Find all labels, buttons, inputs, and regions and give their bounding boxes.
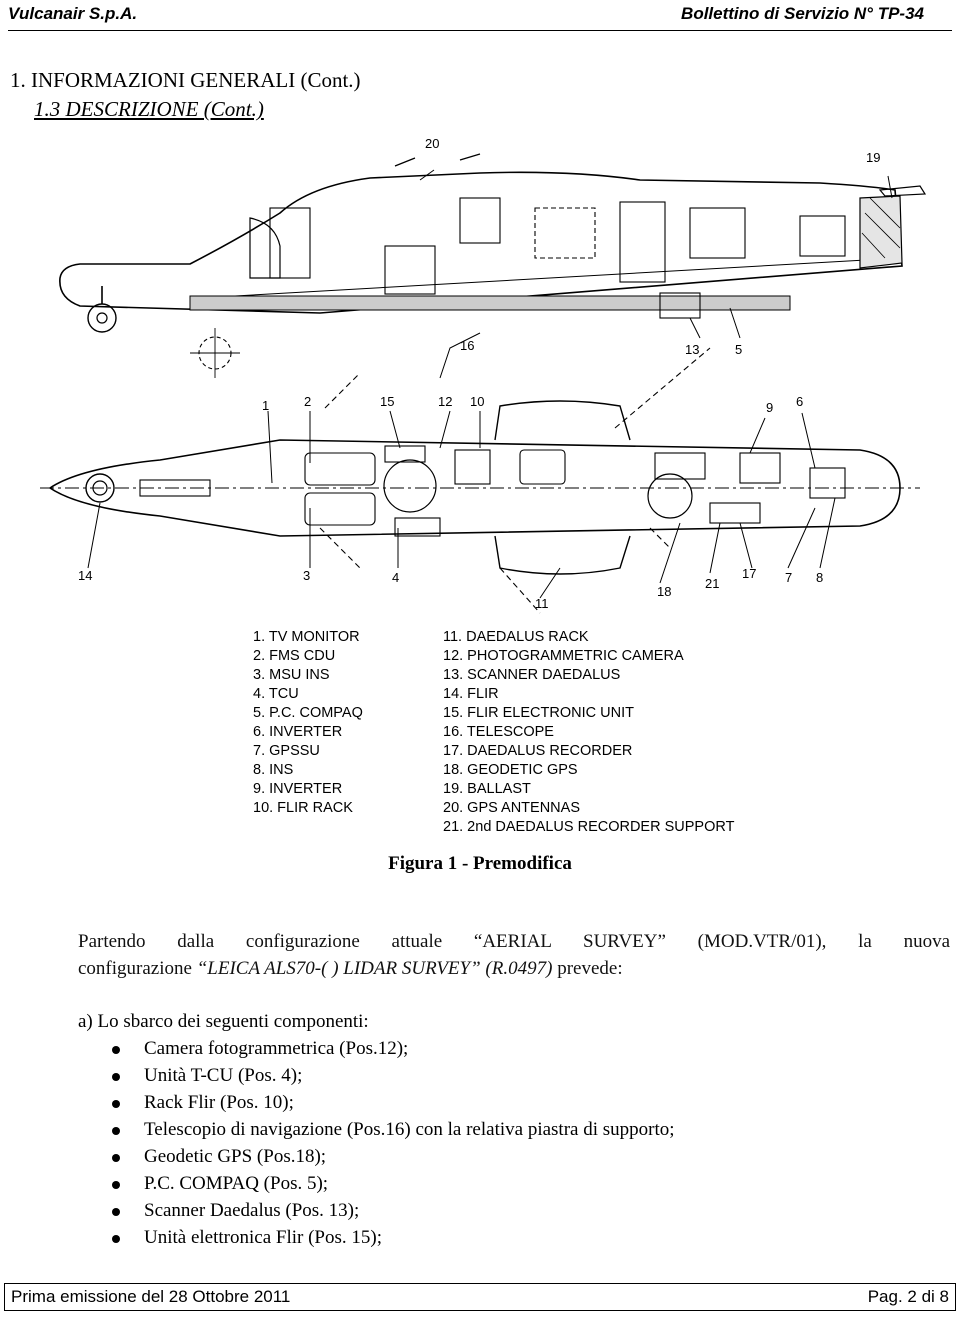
list-item: Rack Flir (Pos. 10); xyxy=(112,1092,675,1119)
legend-item: 11. DAEDALUS RACK xyxy=(443,629,589,645)
list-item: Camera fotogrammetrica (Pos.12); xyxy=(112,1038,675,1065)
callout-3: 3 xyxy=(303,568,310,583)
legend-right: 11. DAEDALUS RACK 12. PHOTOGRAMMETRIC CA… xyxy=(443,628,734,837)
legend-item: 3. MSU INS xyxy=(253,667,330,683)
section-title: 1. INFORMAZIONI GENERALI (Cont.) xyxy=(10,68,361,92)
legend-item: 14. FLIR xyxy=(443,686,499,702)
callout-5: 5 xyxy=(735,342,742,357)
callout-8: 8 xyxy=(816,570,823,585)
callout-2: 2 xyxy=(304,394,311,409)
legend-item: 21. 2nd DAEDALUS RECORDER SUPPORT xyxy=(443,819,735,835)
callout-6: 6 xyxy=(796,394,803,409)
list-item: Unità elettronica Flir (Pos. 15); xyxy=(112,1227,675,1254)
legend-item: 19. BALLAST xyxy=(443,781,531,797)
aircraft-layout-drawing: 20 19 16 13 5 1 2 15 12 10 9 6 14 3 4 11… xyxy=(40,136,927,614)
paragraph-line-1: Partendo dalla configurazione attuale “A… xyxy=(78,931,950,953)
issue-date: Prima emissione del 28 Ottobre 2011 xyxy=(11,1287,291,1306)
page-number: Pag. 2 di 8 xyxy=(867,1287,949,1306)
callout-1: 1 xyxy=(262,398,269,413)
callout-18: 18 xyxy=(657,584,671,599)
list-item: Unità T-CU (Pos. 4); xyxy=(112,1065,675,1092)
callout-10: 10 xyxy=(470,394,484,409)
text-span: “AERIAL SURVEY” xyxy=(473,931,666,952)
legend-left: 1. TV MONITOR 2. FMS CDU 3. MSU INS 4. T… xyxy=(253,628,363,818)
list-item: Geodetic GPS (Pos.18); xyxy=(112,1146,675,1173)
callout-17: 17 xyxy=(742,566,756,581)
list-item: Scanner Daedalus (Pos. 13); xyxy=(112,1200,675,1227)
legend-item: 16. TELESCOPE xyxy=(443,724,554,740)
legend-item: 2. FMS CDU xyxy=(253,648,336,664)
section-subtitle: 1.3 DESCRIZIONE (Cont.) xyxy=(34,97,264,121)
legend-item: 6. INVERTER xyxy=(253,724,343,740)
legend-item: 8. INS xyxy=(253,762,294,778)
legend-item: 7. GPSSU xyxy=(253,743,320,759)
page-header: Vulcanair S.p.A. Bollettino di Servizio … xyxy=(0,0,960,44)
legend-item: 20. GPS ANTENNAS xyxy=(443,800,580,816)
legend-item: 1. TV MONITOR xyxy=(253,629,360,645)
legend-item: 13. SCANNER DAEDALUS xyxy=(443,667,621,683)
bulletin-number: Bollettino di Servizio N° TP-34 xyxy=(681,4,924,23)
text-span: Partendo dalla configurazione attuale xyxy=(78,931,443,952)
text-span: prevede: xyxy=(557,958,623,979)
callout-16: 16 xyxy=(460,338,474,353)
page-footer: Prima emissione del 28 Ottobre 2011 Pag.… xyxy=(4,1283,956,1311)
header-rule xyxy=(8,30,952,31)
callout-20: 20 xyxy=(425,136,439,151)
text-span: (MOD.VTR/01), la nuova xyxy=(697,931,951,952)
callout-15: 15 xyxy=(380,394,394,409)
legend-item: 5. P.C. COMPAQ xyxy=(253,705,363,721)
list-item: P.C. COMPAQ (Pos. 5); xyxy=(112,1173,675,1200)
callout-11: 11 xyxy=(535,596,549,611)
callout-21: 21 xyxy=(705,576,719,591)
callout-9: 9 xyxy=(766,400,773,415)
callout-14: 14 xyxy=(78,568,92,583)
legend-item: 12. PHOTOGRAMMETRIC CAMERA xyxy=(443,648,684,664)
legend-item: 4. TCU xyxy=(253,686,299,702)
legend-item: 10. FLIR RACK xyxy=(253,800,353,816)
text-span: configurazione xyxy=(78,958,192,979)
legend-item: 18. GEODETIC GPS xyxy=(443,762,578,778)
callout-13: 13 xyxy=(685,342,699,357)
component-list: Camera fotogrammetrica (Pos.12); Unità T… xyxy=(112,1038,675,1254)
callout-4: 4 xyxy=(392,570,399,585)
company-name: Vulcanair S.p.A. xyxy=(8,4,138,23)
list-item: Telescopio di navigazione (Pos.16) con l… xyxy=(112,1119,675,1146)
legend-item: 9. INVERTER xyxy=(253,781,343,797)
callout-19: 19 xyxy=(866,150,880,165)
legend-item: 17. DAEDALUS RECORDER xyxy=(443,743,633,759)
paragraph-line-2: configurazione “LEICA ALS70-( ) LIDAR SU… xyxy=(78,958,950,980)
legend-item: 15. FLIR ELECTRONIC UNIT xyxy=(443,705,634,721)
callout-7: 7 xyxy=(785,570,792,585)
callout-12: 12 xyxy=(438,394,452,409)
list-item-a: a) Lo sbarco dei seguenti componenti: xyxy=(78,1011,369,1032)
figure-caption: Figura 1 - Premodifica xyxy=(388,853,572,874)
configuration-name: “LEICA ALS70-( ) LIDAR SURVEY” (R.0497) xyxy=(196,958,553,979)
